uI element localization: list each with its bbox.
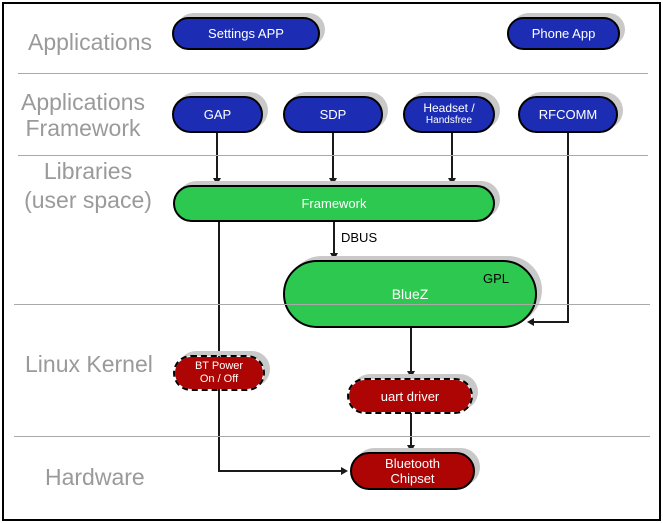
node-framework: Framework <box>173 185 495 222</box>
node-gap-label: GAP <box>203 107 232 122</box>
connector-sdp-to-framework <box>332 133 334 179</box>
node-sdp-label: SDP <box>319 107 347 122</box>
node-bluetooth-chipset: Bluetooth Chipset <box>350 452 475 490</box>
arrowhead-to-bluetooth-chipset-icon <box>341 467 348 475</box>
arrowhead-sdp-to-framework-icon <box>329 178 337 185</box>
layer-label-applications-framework-line1: Applications <box>20 89 146 115</box>
arrowhead-bluez-to-uart-icon <box>407 371 415 378</box>
node-headset-label-line2: Handsfree <box>425 115 473 126</box>
node-headset-label-line1: Headset / <box>423 101 475 115</box>
node-bt-power-label-line1: BT Power <box>194 360 244 372</box>
node-bluez: GPL BlueZ <box>283 260 537 328</box>
connector-framework-to-chipset-horizontal <box>218 470 343 472</box>
layer-label-applications: Applications <box>28 29 153 55</box>
connector-framework-to-bluez <box>333 222 335 254</box>
node-settings-app: Settings APP <box>172 17 320 50</box>
divider-libraries-kernel <box>14 304 650 305</box>
node-bluez-label: BlueZ <box>391 286 429 302</box>
arrowhead-framework-to-bluez-icon <box>330 253 338 260</box>
node-phone-app-label: Phone App <box>531 26 596 41</box>
divider-kernel-hardware <box>14 436 650 437</box>
layer-label-linux-kernel: Linux Kernel <box>25 351 153 377</box>
connector-rfcomm-horizontal <box>533 321 569 323</box>
node-uart-driver-label: uart driver <box>380 388 440 404</box>
divider-framework-libraries <box>18 155 648 156</box>
arrowhead-uart-to-chipset-icon <box>407 445 415 452</box>
connector-headset-to-framework <box>451 133 453 179</box>
connector-framework-to-hardware-vertical <box>218 222 220 472</box>
node-bluetooth-chipset-label-line1: Bluetooth <box>385 456 440 471</box>
node-bluetooth-chipset-label-line2: Chipset <box>390 471 435 486</box>
layer-label-applications-framework-line2: Framework <box>25 115 141 141</box>
connector-bluez-to-uart <box>410 328 412 372</box>
node-sdp: SDP <box>283 96 383 133</box>
node-settings-app-label: Settings APP <box>208 26 284 41</box>
node-uart-driver: uart driver <box>347 378 473 414</box>
connector-gap-to-framework <box>216 133 218 179</box>
edge-label-dbus: DBUS <box>341 230 378 245</box>
node-bluez-gpl-annotation: GPL <box>482 271 509 286</box>
node-bt-power-label-line2: On / Off <box>199 373 239 385</box>
layer-label-applications-framework: Applications Framework <box>8 89 158 141</box>
connector-rfcomm-vertical <box>567 133 569 323</box>
connector-uart-to-chipset <box>410 413 412 446</box>
node-phone-app: Phone App <box>507 17 620 50</box>
arrowhead-rfcomm-to-bluez-icon <box>527 318 534 326</box>
node-bt-power-on-off: BT Power On / Off <box>173 355 265 391</box>
layer-label-hardware: Hardware <box>45 464 145 490</box>
layer-label-libraries-line1: Libraries <box>43 158 133 184</box>
arrowhead-headset-to-framework-icon <box>448 178 456 185</box>
layer-label-libraries-user-space: Libraries (user space) <box>7 157 169 215</box>
node-gap: GAP <box>172 96 263 133</box>
node-rfcomm: RFCOMM <box>518 96 618 133</box>
divider-applications-framework <box>18 73 648 74</box>
node-headset-handsfree: Headset / Handsfree <box>403 96 495 133</box>
layer-label-libraries-line2: (user space) <box>24 187 152 213</box>
node-rfcomm-label: RFCOMM <box>538 107 598 122</box>
node-framework-label: Framework <box>301 196 367 211</box>
arrowhead-gap-to-framework-icon <box>213 178 221 185</box>
